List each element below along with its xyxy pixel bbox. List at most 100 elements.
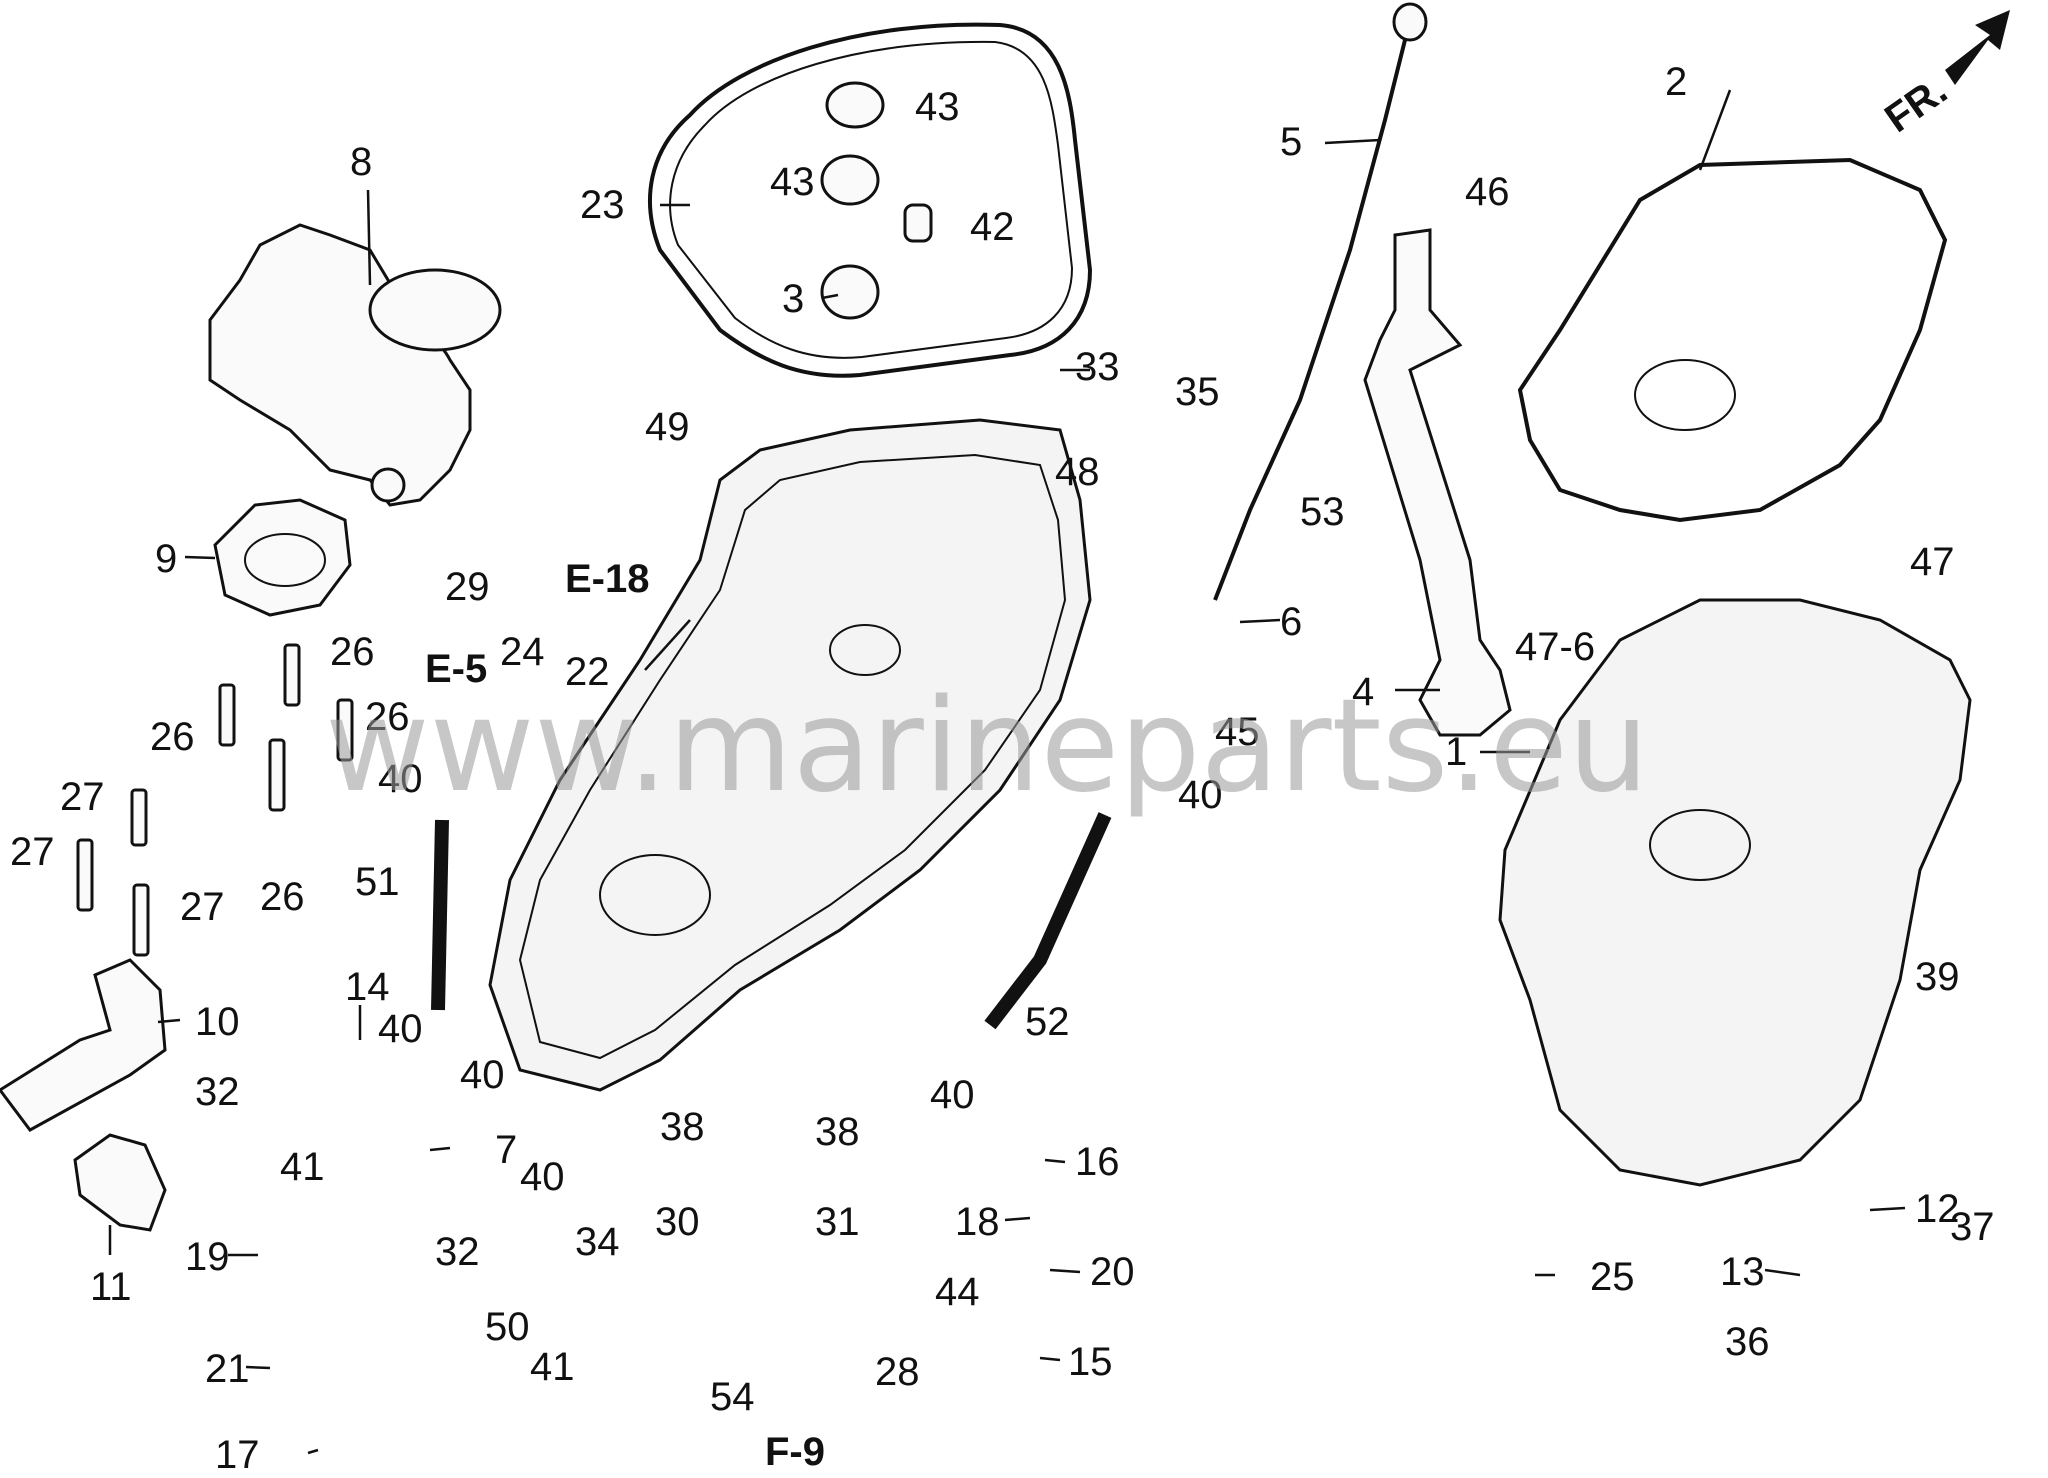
front-arrow: FR.	[1877, 10, 2010, 141]
callout-8: 8	[350, 140, 372, 184]
callout-48: 48	[1055, 450, 1100, 494]
front-arrow-icon	[1945, 10, 2010, 85]
fitting-10-shape	[0, 958, 167, 1132]
main-housing-22-seal	[829, 624, 901, 676]
callout-11: 11	[90, 1265, 132, 1309]
seal-3-shape	[820, 264, 880, 320]
front-label: FR.	[1877, 68, 1955, 141]
callout-40d: 40	[460, 1053, 505, 1097]
gasket-9-hole	[244, 533, 326, 587]
callout-38b: 38	[815, 1110, 860, 1154]
seal-43a-shape	[825, 81, 885, 129]
ref-e18: E-18	[565, 557, 650, 601]
callout-15: 15	[1068, 1340, 1113, 1384]
callout-40b: 40	[1178, 773, 1223, 817]
callout-40f: 40	[930, 1073, 975, 1117]
gasket-2-hole	[1634, 359, 1736, 431]
gasket-11-shape	[73, 1133, 167, 1232]
callout-33: 33	[1075, 345, 1120, 389]
callout-44: 44	[935, 1270, 980, 1314]
leader-lines	[108, 89, 1906, 1455]
callout-40a: 40	[378, 757, 423, 801]
callout-27c: 27	[180, 885, 225, 929]
callout-26c: 26	[365, 695, 410, 739]
oil-pan-1-shape	[1498, 598, 1972, 1187]
callout-32b: 32	[435, 1230, 480, 1274]
callout-24: 24	[500, 630, 545, 674]
callout-26d: 26	[260, 875, 305, 919]
callout-25: 25	[1590, 1255, 1635, 1299]
callout-19: 19	[185, 1235, 230, 1279]
pipe-4-shape	[1363, 228, 1512, 737]
gasket-9-shape	[213, 498, 352, 617]
callout-10: 10	[195, 1000, 240, 1044]
callout-46: 46	[1465, 170, 1510, 214]
callout-40e: 40	[520, 1155, 565, 1199]
callout-47: 47	[1910, 540, 1955, 584]
housing-8-shape	[208, 223, 472, 507]
callout-20: 20	[1090, 1250, 1135, 1294]
callout-21: 21	[205, 1347, 250, 1391]
callout-42: 42	[970, 205, 1015, 249]
callout-22: 22	[565, 650, 610, 694]
housing-8-ring	[368, 268, 502, 352]
main-housing-22-inner	[518, 453, 1067, 1060]
callout-16: 16	[1075, 1140, 1120, 1184]
callout-49: 49	[645, 405, 690, 449]
callout-4: 4	[1352, 670, 1374, 714]
callout-23: 23	[580, 183, 625, 227]
bolt-set-26	[76, 643, 354, 957]
callout-27a: 27	[60, 775, 105, 819]
callout-18: 18	[955, 1200, 1000, 1244]
cap-42-shape	[903, 203, 933, 243]
callout-52: 52	[1025, 1000, 1070, 1044]
callout-13: 13	[1720, 1250, 1765, 1294]
callout-43b: 43	[770, 160, 815, 204]
dipstick-5-handle	[1392, 2, 1428, 42]
watermark-text: www.marineparts.eu	[325, 672, 1649, 821]
callout-41a: 41	[280, 1145, 325, 1189]
callout-39: 39	[1915, 955, 1960, 999]
callout-34: 34	[575, 1220, 620, 1264]
callout-47-6: 47-6	[1515, 625, 1595, 669]
callout-32a: 32	[195, 1070, 240, 1114]
hose-52-shape	[984, 812, 1112, 1030]
callout-36: 36	[1725, 1320, 1770, 1364]
callout-40c: 40	[378, 1007, 423, 1051]
callout-43a: 43	[915, 85, 960, 129]
callout-group: 1 2 3 4 5 6 7 8 9 10 11 12 13 14 15 16 1…	[10, 60, 1995, 1477]
callout-37: 37	[1950, 1205, 1995, 1249]
callout-53: 53	[1300, 490, 1345, 534]
callout-26a: 26	[330, 630, 375, 674]
callout-29: 29	[445, 565, 490, 609]
gasket-inner-outline	[669, 40, 1074, 359]
callout-26b: 26	[150, 715, 195, 759]
callout-45: 45	[1215, 710, 1260, 754]
main-housing-22-shape	[488, 418, 1092, 1092]
gasket-outline	[648, 22, 1093, 378]
callout-12: 12	[1915, 1187, 1960, 1231]
callout-38a: 38	[660, 1105, 705, 1149]
callout-7: 7	[495, 1128, 517, 1172]
callout-27b: 27	[10, 830, 55, 874]
dipstick-5-shape	[1213, 19, 1412, 601]
gasket-2-shape	[1517, 157, 1948, 523]
callout-54: 54	[710, 1375, 755, 1419]
callout-51: 51	[355, 860, 400, 904]
callout-3: 3	[782, 277, 804, 321]
callout-9: 9	[155, 537, 177, 581]
ref-f9: F-9	[765, 1430, 825, 1474]
callout-50: 50	[485, 1305, 530, 1349]
oil-pan-1-port	[1649, 809, 1751, 881]
callout-17: 17	[215, 1433, 260, 1477]
callout-6: 6	[1280, 600, 1302, 644]
housing-8-port	[370, 467, 406, 503]
callout-5: 5	[1280, 120, 1302, 164]
callout-30: 30	[655, 1200, 700, 1244]
callout-28: 28	[875, 1350, 920, 1394]
callout-14: 14	[345, 965, 390, 1009]
hose-51-shape	[431, 819, 449, 1011]
main-housing-22-port	[599, 854, 711, 936]
callout-41b: 41	[530, 1345, 575, 1389]
